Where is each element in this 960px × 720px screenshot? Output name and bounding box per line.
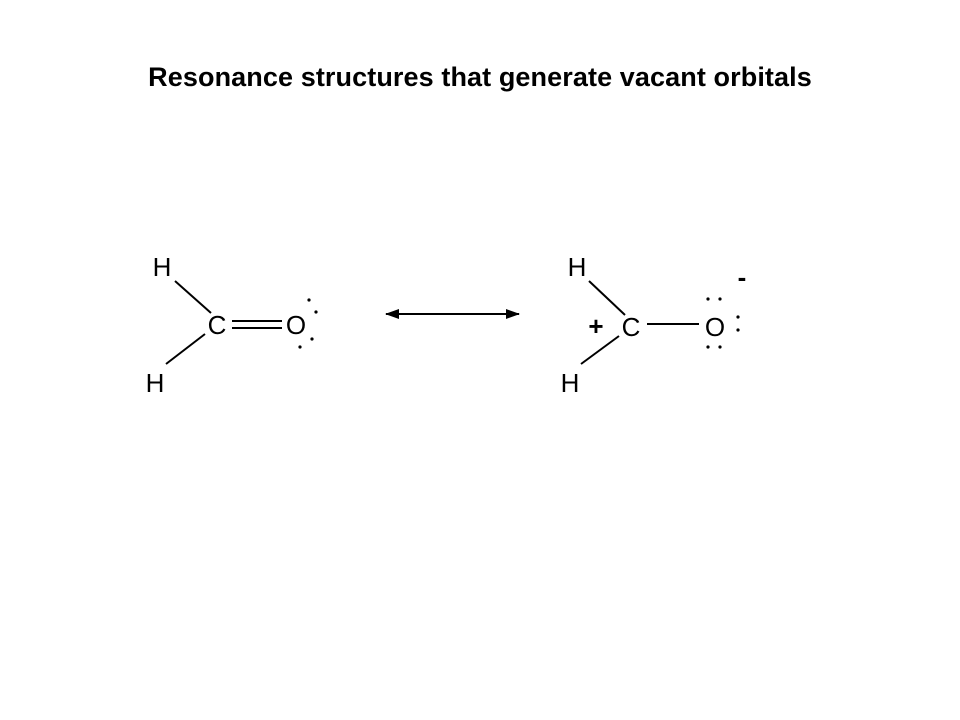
electron-dot bbox=[307, 298, 311, 302]
structure-charge-separated: H H C O + - bbox=[561, 252, 747, 398]
atom-h-bottom: H bbox=[561, 368, 580, 398]
lone-pairs-oxygen bbox=[706, 297, 740, 349]
electron-dot bbox=[736, 328, 740, 332]
electron-dot bbox=[718, 345, 722, 349]
atom-h-top: H bbox=[153, 252, 172, 282]
electron-dot bbox=[718, 297, 722, 301]
bond-c-h-bottom bbox=[165, 333, 206, 365]
electron-dot bbox=[706, 297, 710, 301]
electron-dot bbox=[706, 345, 710, 349]
bond-c-h-top bbox=[174, 280, 212, 314]
negative-charge: - bbox=[738, 262, 747, 292]
atom-carbon: C bbox=[208, 310, 227, 340]
electron-dot bbox=[736, 315, 740, 319]
atom-h-bottom: H bbox=[146, 368, 165, 398]
atom-carbon: C bbox=[622, 312, 641, 342]
electron-dot bbox=[298, 345, 302, 349]
bond-c-h-bottom bbox=[580, 335, 620, 365]
electron-dot bbox=[314, 310, 318, 314]
structure-formaldehyde: H H C O bbox=[146, 252, 318, 398]
lone-pairs-oxygen bbox=[298, 298, 318, 349]
page-title: Resonance structures that generate vacan… bbox=[148, 62, 812, 92]
atom-oxygen: O bbox=[705, 312, 725, 342]
bond-c-h-top bbox=[588, 280, 626, 316]
positive-charge: + bbox=[588, 311, 603, 341]
electron-dot bbox=[310, 337, 314, 341]
atom-oxygen: O bbox=[286, 310, 306, 340]
atom-h-top: H bbox=[568, 252, 587, 282]
